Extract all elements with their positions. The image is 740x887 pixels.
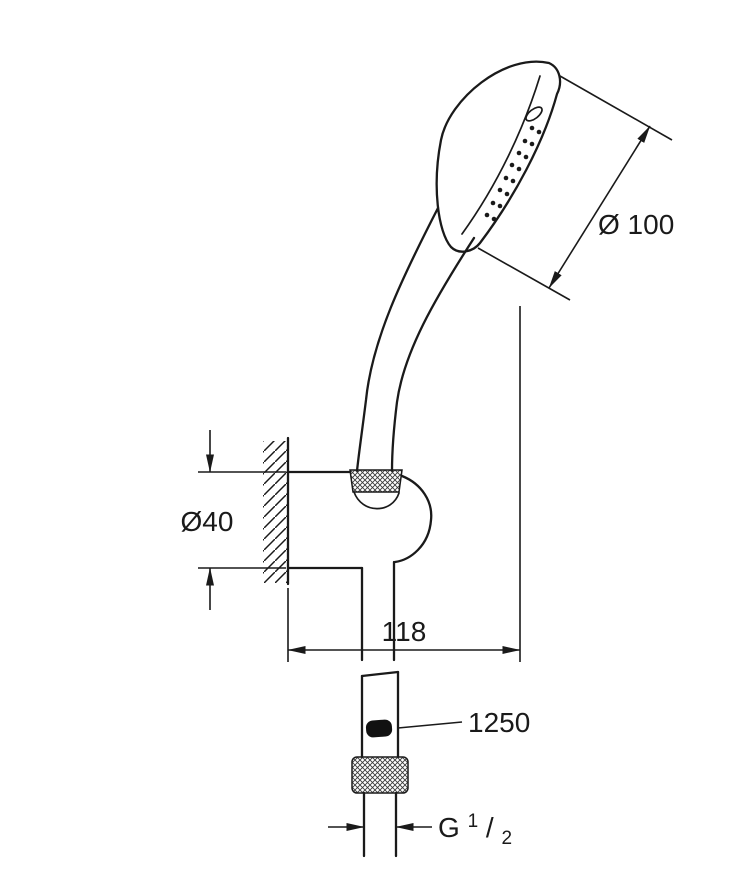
hose-detail xyxy=(351,670,409,858)
shower-handset xyxy=(349,60,562,493)
dimension-line xyxy=(548,125,651,289)
head-diameter-label: Ø 100 xyxy=(598,209,674,240)
shower-head-faceplate-line xyxy=(461,75,541,235)
dim-hose-length: 1250 xyxy=(397,707,530,738)
handle-left-edge xyxy=(355,206,440,473)
shower-head-logo-oval xyxy=(525,106,543,122)
shower-head-outline xyxy=(435,60,562,253)
wall-bracket xyxy=(263,436,433,662)
thread-denominator: 2 xyxy=(501,828,512,849)
spray-nozzle-dots xyxy=(484,125,542,222)
dim-offset: 118 xyxy=(287,306,521,662)
bracket-diameter-label: Ø40 xyxy=(181,506,234,537)
leader-line xyxy=(397,721,463,729)
hose-length-label: 1250 xyxy=(468,707,530,738)
bracket-cup-outline xyxy=(393,474,433,564)
bracket-cup-inner-arc xyxy=(353,491,400,510)
thread-label: G 1 / 2 xyxy=(438,802,512,849)
handle-right-edge xyxy=(390,236,476,473)
wall-hatching xyxy=(263,441,288,583)
thread-g: G xyxy=(438,812,460,843)
hose-marking-band xyxy=(365,719,393,738)
dim-head-diameter: Ø 100 xyxy=(477,75,674,301)
extension-line xyxy=(559,75,673,141)
hose-detail-top-edge xyxy=(360,670,400,678)
offset-label: 118 xyxy=(382,616,427,647)
thread-slash: / xyxy=(486,812,494,843)
extension-line xyxy=(477,247,571,301)
dim-bracket-diameter: Ø40 xyxy=(181,430,286,610)
thread-numerator: 1 xyxy=(468,811,479,832)
hose-nut-knurl xyxy=(351,756,409,794)
handle-cone-knurl xyxy=(349,469,403,493)
dim-thread: G 1 / 2 xyxy=(328,802,512,849)
